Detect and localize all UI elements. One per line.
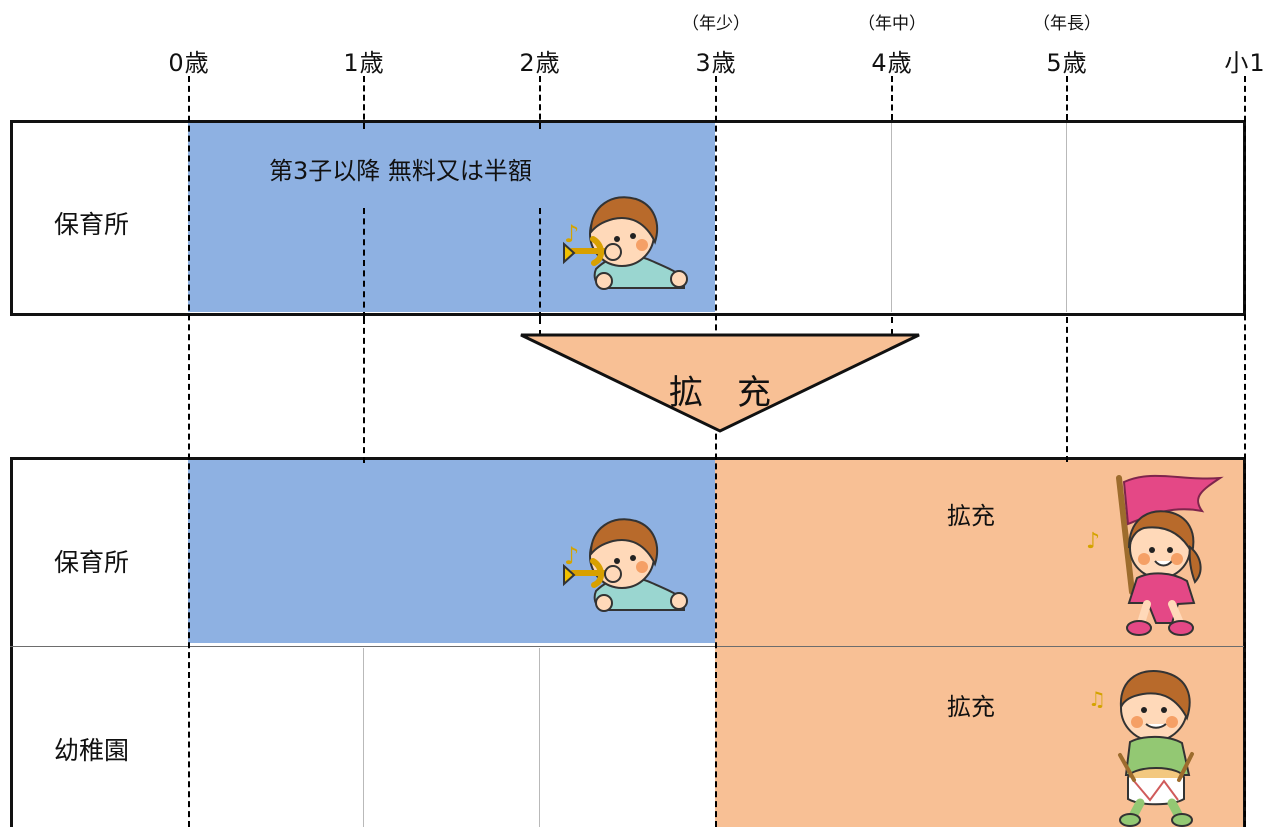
age-guide-soft-2-kindergarten bbox=[539, 648, 540, 827]
age-subtitle-4: （年中） bbox=[858, 14, 926, 34]
music-note-icon: ♪ bbox=[1086, 529, 1100, 554]
age-label-4: 4歳 bbox=[871, 49, 913, 77]
age-label-2: 2歳 bbox=[519, 49, 561, 77]
age-label-0: 0歳 bbox=[168, 49, 210, 77]
age-guide-line-1-gap bbox=[363, 318, 365, 463]
age-label-3: 3歳 bbox=[695, 49, 737, 77]
age-guide-line-2-gap bbox=[539, 318, 541, 336]
age-guide-soft-4-before bbox=[891, 122, 892, 312]
music-note-icon: ♪ bbox=[564, 542, 579, 570]
after-kindergarten-row-label: 幼稚園 bbox=[54, 736, 130, 765]
age-guide-line-5-top bbox=[1066, 76, 1068, 120]
age-label-1: 1歳 bbox=[343, 49, 385, 77]
crawling-baby-trumpet-icon-top: ♪ bbox=[563, 196, 688, 290]
music-pair-icon: ♫ bbox=[1088, 687, 1106, 711]
after-kindergarten-expanded-text: 拡充 bbox=[947, 693, 995, 721]
flag-girl-icon: ♪ bbox=[1086, 474, 1224, 636]
age-guide-line-3 bbox=[715, 76, 717, 827]
age-guide-line-4-gap bbox=[891, 317, 893, 335]
after-nursery-expanded-text: 拡充 bbox=[947, 502, 995, 530]
age-guide-line-1-mid bbox=[363, 208, 365, 318]
before-band-text: 第3子以降 無料又は半額 bbox=[269, 157, 532, 185]
expansion-triangle bbox=[520, 333, 920, 433]
age-subtitle-5: （年長） bbox=[1033, 14, 1101, 34]
age-guide-line-2-mid bbox=[539, 208, 541, 318]
before-row-label: 保育所 bbox=[54, 210, 130, 239]
age-guide-soft-5-before bbox=[1066, 122, 1067, 312]
age-label-elementary-1: 小1 bbox=[1224, 49, 1266, 77]
age-guide-line-0 bbox=[188, 76, 190, 827]
drum-boy-icon: ♫ bbox=[1088, 670, 1194, 827]
age-guide-soft-1-kindergarten bbox=[363, 648, 364, 827]
after-nursery-row-label: 保育所 bbox=[54, 548, 130, 577]
age-guide-line-1-top bbox=[363, 76, 365, 129]
age-guide-line-5-gap bbox=[1066, 317, 1068, 462]
music-note-icon: ♪ bbox=[564, 220, 579, 248]
age-guide-line-2-top bbox=[539, 76, 541, 129]
age-guide-line-4-top bbox=[891, 76, 893, 120]
age-guide-line-elementary-1 bbox=[1244, 76, 1246, 827]
age-label-5: 5歳 bbox=[1046, 49, 1088, 77]
crawling-baby-trumpet-icon-bottom: ♪ bbox=[563, 518, 688, 612]
after-row-divider bbox=[10, 646, 1246, 647]
age-subtitle-3: （年少） bbox=[682, 14, 750, 34]
expansion-label: 拡 充 bbox=[669, 373, 771, 413]
